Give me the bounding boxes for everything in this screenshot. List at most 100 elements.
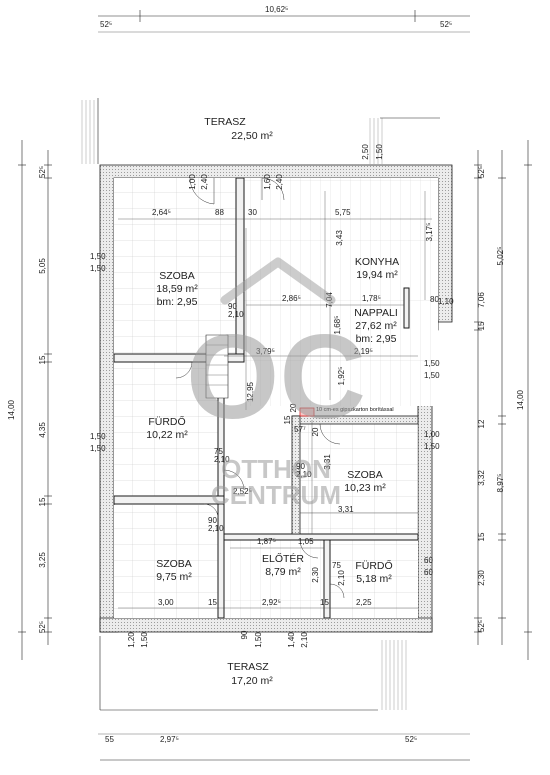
dim: 57⁷ [294,425,306,434]
dim: 88 [215,208,224,217]
dim: 1,50 [375,144,384,160]
dim: 1,50 [254,632,263,648]
dim-top-right: 52⁵ [440,20,452,29]
dim-bottom-right: 52⁵ [405,735,417,744]
room-name: SZOBA [347,469,383,481]
inner-dimension-texts: 2,64⁵ 88 30 5,75 3,43 3,17⁵ 1,00 2,40 1,… [90,144,454,648]
dim-right-seg: 15 [477,532,486,541]
dim: 3,31 [323,454,332,470]
dim-left-seg: 15 [38,497,47,506]
dim-left-seg: 52⁵ [38,621,47,633]
room-name: KONYHA [355,256,399,268]
dim: 1,20 [127,632,136,648]
dim: 1,50 [90,252,106,261]
dim: 1,50 [424,442,440,451]
dim-right-seg: 8,97⁵ [496,474,505,493]
room-area: 10,22 m² [146,429,188,441]
dim: 30 [248,208,257,217]
right-dimension: 14,00 52⁵ 5,02⁵ 15 8,97⁵ 52⁵ 7,06 12 3,3… [474,140,532,660]
dim: 1,50 [90,444,106,453]
room-name: NAPPALI [354,307,398,319]
doors [175,177,345,599]
dim: 2,40 [200,174,209,190]
room-name: FÜRDŐ [355,558,392,572]
dim: 1,68⁵ [333,316,342,335]
dim: 1,50 [140,632,149,648]
room-area: 18,59 m² [156,283,198,295]
top-dimension: 10,62⁵ 52⁵ 52⁵ [98,5,470,33]
room-area: 8,79 m² [265,566,301,578]
watermark-line1: OTTHON [221,454,331,484]
otthon-centrum-watermark: OC OTTHON CENTRUM [186,257,366,510]
dim: 90 [208,516,217,525]
room-area: 27,62 m² [355,320,397,332]
dim: 2,10 [300,632,309,648]
dim: 15 [208,598,217,607]
dim: 1,50 [90,264,106,273]
dim-right-seg: 15 [477,321,486,330]
dim-top-total: 10,62⁵ [265,5,288,14]
dim: 2,52⁵ [233,487,252,496]
dim: 2,10 [214,455,230,464]
room-name: SZOBA [159,270,195,282]
room-extra: bm: 2,95 [356,333,397,345]
watermark-letters: OC [186,310,366,444]
dim-right-seg: 2,30 [477,570,486,586]
dim: 20 [289,403,298,412]
dim: 1,00 [424,430,440,439]
dim-left-seg: 5,05 [38,258,47,274]
dim-left-total: 14,00 [7,399,16,420]
dim: 2,10 [337,570,346,586]
dim-left-seg: 52⁵ [38,166,47,178]
room-area: 22,50 m² [231,130,273,142]
dim: 1,60 [263,174,272,190]
dim: 75 [332,561,341,570]
terrace-top: TERASZ 22,50 m² [81,92,450,164]
dim: 5,75 [335,208,351,217]
dim-right-seg: 52⁵ [477,620,486,632]
dim: 1,00 [188,174,197,190]
dim-right-seg: 5,02⁵ [496,247,505,266]
dim-bottom-mid: 2,97⁵ [160,735,179,744]
dim: 2,10 [208,524,224,533]
dim: 2,40 [275,174,284,190]
dim-bottom-left: 55 [105,735,114,744]
room-name: FÜRDŐ [148,414,185,428]
dim: 2,86⁵ [282,294,301,303]
room-name: ELŐTÉR [262,551,304,565]
furdo-1-floor [114,362,218,496]
note-gipszkarton: 10 cm-es gipszkarton borítással [316,407,394,413]
dim: 3,31 [338,505,354,514]
dim-right-total: 14,00 [516,389,525,410]
dim: 3,00 [158,598,174,607]
dim: 2,19⁵ [354,347,373,356]
room-name: TERASZ [227,661,269,673]
dim-top-left: 52⁵ [100,20,112,29]
dim: 3,43 [335,230,344,246]
dim: 1,50 [424,359,440,368]
dim: 90 [240,630,249,639]
dim: 1,50 [424,371,440,380]
dim-right-seg: 3,32 [477,470,486,486]
dim: 90 [296,462,305,471]
dim: 1,78⁵ [362,294,381,303]
dim-right-seg: 12 [477,419,486,428]
dim: 2,10 [296,470,312,479]
dim-left-seg: 15 [38,355,47,364]
dim: 60 [424,556,433,565]
room-labels: SZOBA 18,59 m² bm: 2,95 KONYHA 19,94 m² … [146,256,399,585]
room-area: 9,75 m² [156,571,192,583]
dim: 1,10 [438,297,454,306]
dim: 80 [430,295,439,304]
dim: 15 [283,415,292,424]
dim: 1,40 [287,632,296,648]
eloter-floor [224,540,324,618]
dim: 2,64⁵ [152,208,171,217]
left-dimension: 14,00 52⁵ 5,05 15 4,35 15 3,25 52⁵ [7,140,52,660]
dim: 2,92⁵ [262,598,281,607]
furdo-2-floor [330,540,418,618]
dim: 1,92⁵ [337,367,346,386]
room-area: 10,23 m² [344,482,386,494]
inner-walls [113,177,419,619]
dim-left-seg: 3,25 [38,552,47,568]
